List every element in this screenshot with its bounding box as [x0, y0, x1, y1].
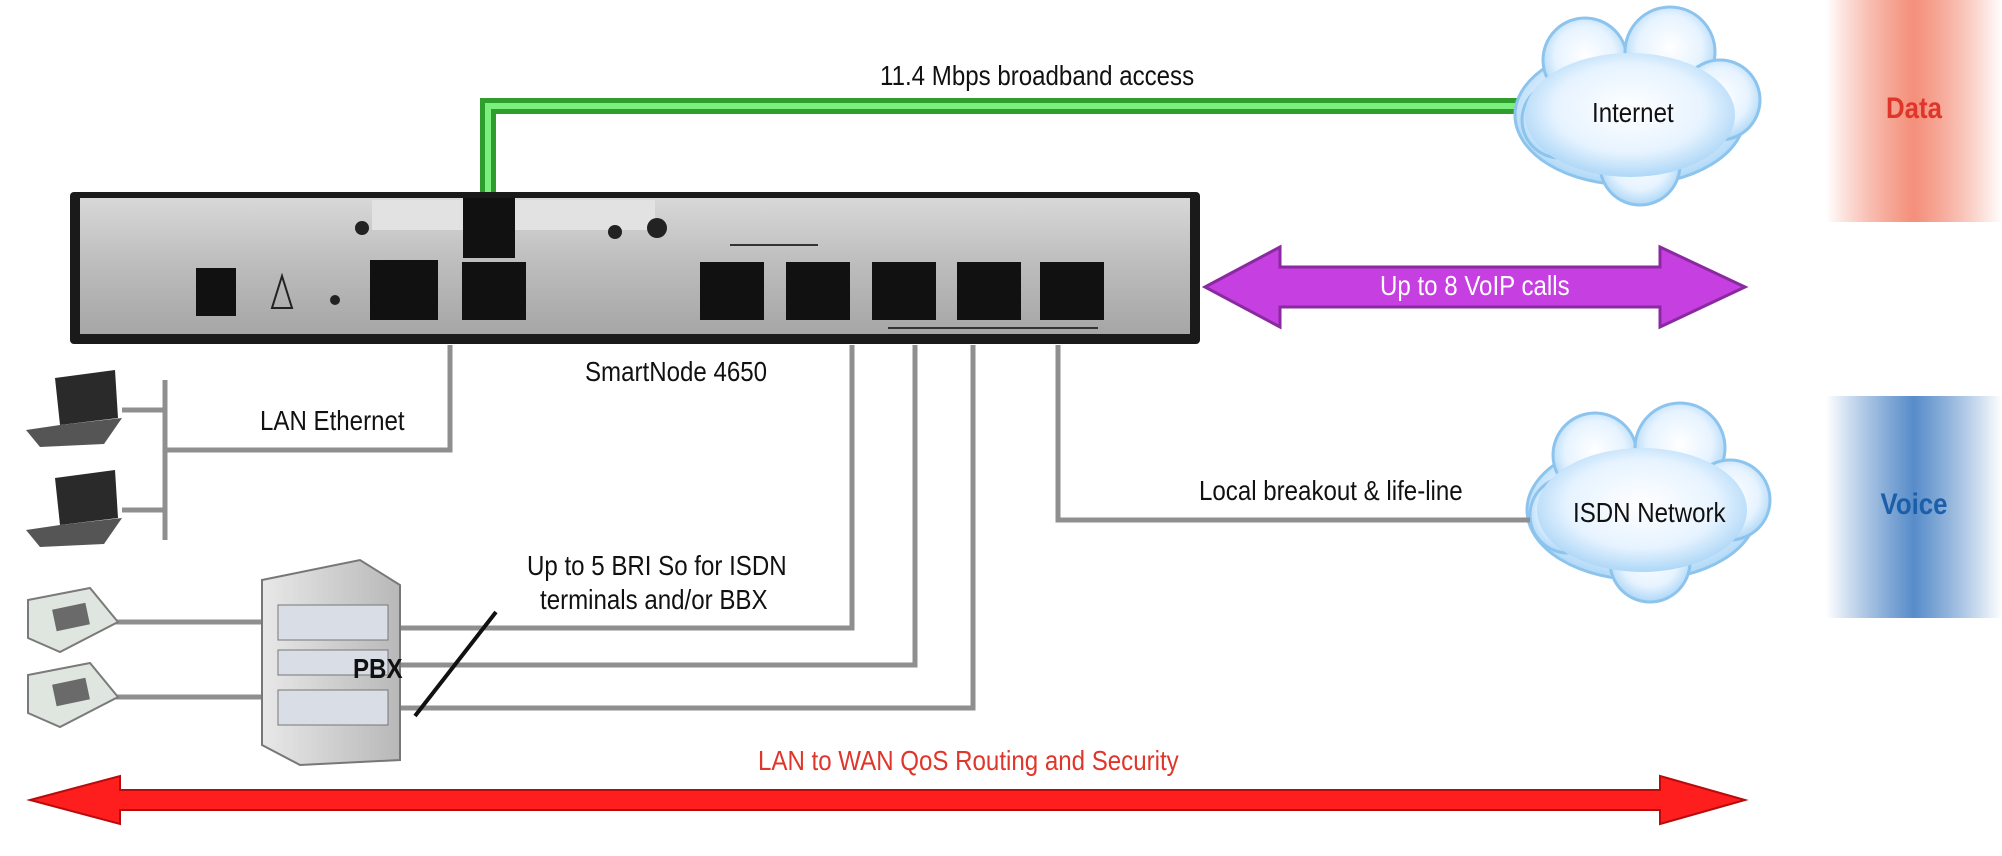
voip-label: Up to 8 VoIP calls: [1380, 270, 1570, 301]
data-label: Data: [1886, 92, 1942, 125]
lan-ethernet-label: LAN Ethernet: [260, 405, 405, 436]
laptop-icon: [26, 370, 122, 447]
voice-band: [1826, 396, 2002, 618]
isdn-network-label: ISDN Network: [1573, 497, 1726, 528]
smartnode-device: [70, 192, 1200, 344]
lan-wan-label: LAN to WAN QoS Routing and Security: [758, 745, 1179, 776]
lan-wan-arrow: [26, 774, 1749, 826]
bri-wiring: [110, 345, 976, 711]
bri-callout-line: [413, 610, 498, 718]
isdn-wiring: [1055, 345, 1530, 523]
pbx-label: PBX: [353, 653, 403, 684]
data-band: [1826, 0, 2002, 222]
bri-label-line1: Up to 5 BRI So for ISDN: [527, 550, 787, 581]
lan-wiring: [122, 345, 453, 540]
pbx-cabinet: [261, 558, 401, 767]
local-breakout-label: Local breakout & life-line: [1199, 475, 1463, 506]
internet-cloud: [1513, 5, 1762, 207]
laptop-icon: [26, 470, 122, 547]
voip-arrow: [1201, 244, 1749, 330]
voice-label: Voice: [1880, 488, 1948, 521]
device-name-label: SmartNode 4650: [585, 356, 768, 387]
broadband-label: 11.4 Mbps broadband access: [880, 60, 1195, 91]
internet-label: Internet: [1592, 97, 1674, 128]
phone-icon: [27, 586, 120, 654]
bri-label-line2: terminals and/or BBX: [540, 584, 768, 615]
phone-icon: [27, 661, 120, 729]
broadband-line: [480, 98, 1568, 206]
isdn-cloud: [1525, 401, 1772, 604]
